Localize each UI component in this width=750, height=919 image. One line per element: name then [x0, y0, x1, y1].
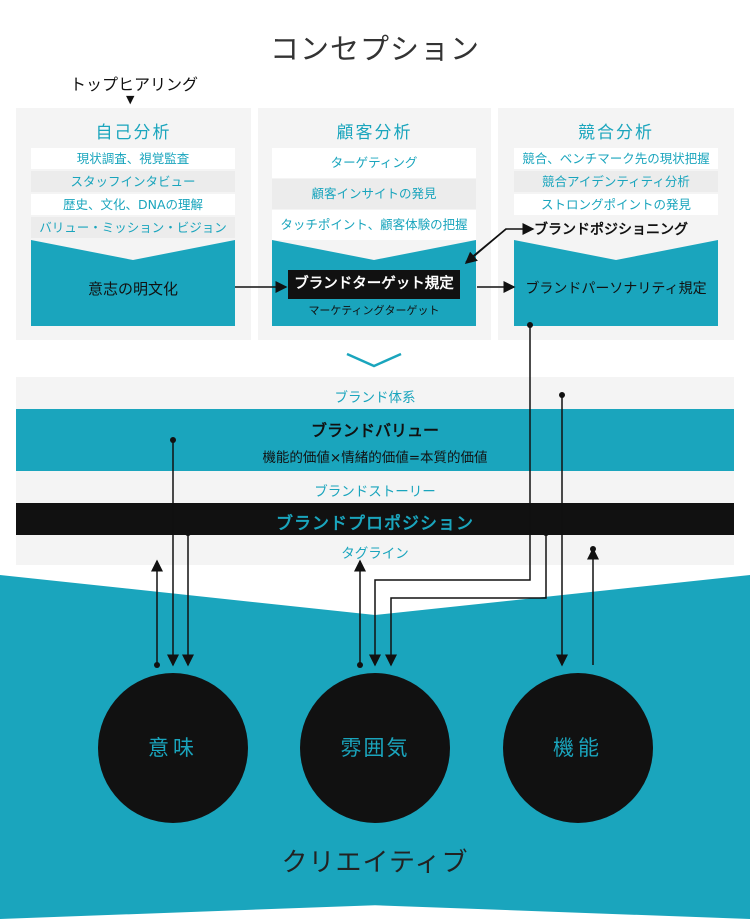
function-circle: 機能 [503, 673, 653, 823]
list-item: 競合アイデンティティ分析 [514, 171, 718, 192]
brand-value-formula: 機能的価値×情緒的価値=本質的価値 [262, 450, 488, 466]
list-item: 競合、ベンチマーク先の現状把握 [514, 148, 718, 169]
intent-label: 意志の明文化 [87, 280, 178, 298]
panel-title: 顧客分析 [336, 123, 413, 143]
creative-label: クリエイティブ [281, 848, 469, 878]
top-hearing-label: トップヒアリング [70, 75, 199, 94]
competitor-analysis-panel: 競合分析 競合、ベンチマーク先の現状把握 競合アイデンティティ分析 ストロングポ… [498, 108, 734, 340]
meaning-circle: 意味 [98, 673, 248, 823]
tagline-label: タグライン [341, 546, 409, 562]
down-triangle-icon: ▼ [126, 93, 135, 106]
brand-positioning-label: ブランドポジショニング [534, 222, 688, 238]
list-item: 顧客インサイトの発見 [272, 179, 476, 209]
list-item: タッチポイント、顧客体験の把握 [272, 210, 476, 240]
brand-target-label: ブランドターゲット規定 [288, 270, 460, 299]
brand-story-label: ブランドストーリー [314, 484, 436, 500]
list-item: ターゲティング [272, 148, 476, 178]
atmosphere-circle: 雰囲気 [300, 673, 450, 823]
brand-value-band [16, 409, 734, 471]
list-item: ストロングポイントの発見 [514, 194, 718, 215]
brand-system-label: ブランド体系 [334, 390, 416, 406]
panel-title: 競合分析 [578, 123, 654, 143]
brand-value-title: ブランドバリュー [310, 421, 439, 440]
marketing-target-label: マーケティングターゲット [308, 304, 440, 317]
list-item: 現状調査、視覚監査 [31, 148, 235, 169]
list-item: スタッフインタビュー [31, 171, 235, 192]
list-item: 歴史、文化、DNAの理解 [31, 194, 235, 215]
list-item: バリュー・ミッション・ビジョン [31, 217, 235, 238]
self-analysis-panel: 自己分析 現状調査、視覚監査 スタッフインタビュー 歴史、文化、DNAの理解 バ… [16, 108, 251, 340]
customer-analysis-panel: 顧客分析 ターゲティング 顧客インサイトの発見 タッチポイント、顧客体験の把握 … [258, 108, 491, 340]
down-chevron-icon [346, 352, 402, 368]
page-title: コンセプション [269, 32, 480, 66]
brand-proposition-label: ブランドプロポジション [276, 514, 474, 534]
brand-personality-label: ブランドパーソナリティ規定 [525, 281, 707, 297]
panel-title: 自己分析 [95, 123, 172, 143]
brand-proposition-band [16, 503, 734, 535]
